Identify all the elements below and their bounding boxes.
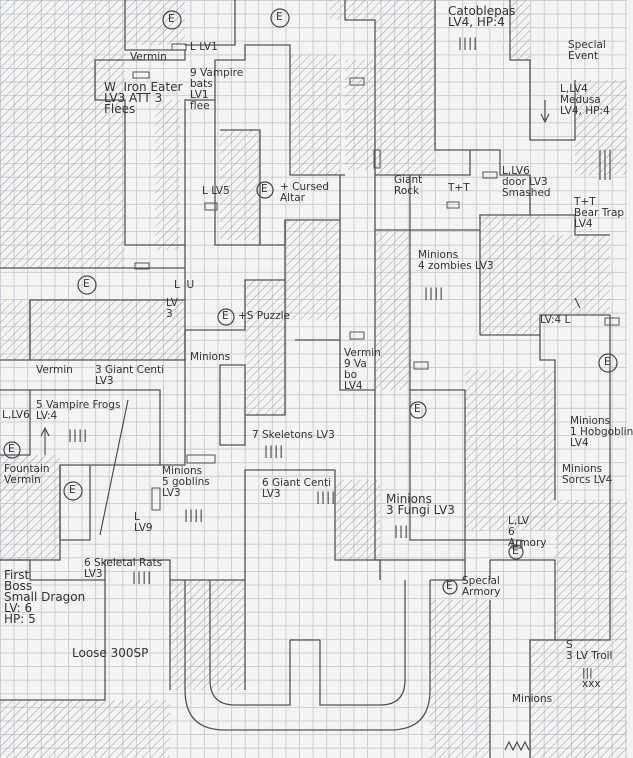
label-giant-rock: Giant Rock <box>394 174 423 197</box>
entrance-e: E <box>276 11 283 23</box>
label-lv1-top: L LV1 <box>190 41 218 53</box>
label-tt-left: T+T <box>448 182 470 194</box>
label-lv5: L LV5 <box>202 185 230 197</box>
entrance-e: E <box>446 580 453 592</box>
entrance-icon <box>409 401 427 419</box>
entrance-icon <box>256 181 274 199</box>
tally-catoblepas: |||| <box>458 36 479 50</box>
entrance-e: E <box>8 443 15 455</box>
tally-zombies: |||| <box>424 286 445 300</box>
label-lv4-right: LV:4 L <box>540 314 571 326</box>
label-fungi: Minions 3 Fungi LV3 <box>386 492 455 517</box>
label-puzzle: +S Puzzle <box>238 310 291 322</box>
entrance-icon <box>508 544 524 560</box>
arrows <box>40 100 581 536</box>
label-vermin-mid: Vermin <box>36 364 73 376</box>
entrance-icon <box>598 353 618 373</box>
doors <box>132 43 620 549</box>
label-lv3-small: LV 3 <box>166 297 178 320</box>
label-loose-sp: Loose 300SP <box>72 646 149 660</box>
label-special-armory: Special Armory <box>462 575 501 598</box>
entrance-icon <box>270 8 290 28</box>
stairs <box>504 150 611 752</box>
label-minions-mid: Minions <box>190 351 231 363</box>
entrance-e: E <box>261 183 268 195</box>
label-lv6-left: L,LV6 <box>2 409 30 421</box>
label-sorcs: Minions Sorcs LV4 <box>562 463 613 486</box>
entrance-e: E <box>604 356 611 368</box>
tally-rats: |||| <box>132 570 153 584</box>
entrance-icon <box>217 308 235 326</box>
label-vermin-top: Vermin <box>130 51 167 63</box>
label-vampire-frogs: 5 Vampire Frogs LV:4 <box>36 399 121 422</box>
label-medusa: L,LV4 Medusa LV4, HP:4 <box>560 83 610 117</box>
entrance-icon <box>162 10 182 30</box>
label-vermin-va: Vermin 9 Va bo LV4 <box>344 347 381 392</box>
label-zombies: Minions 4 zombies LV3 <box>418 249 494 272</box>
walls <box>0 0 611 758</box>
label-armory: L,LV 6 Armory <box>508 515 547 549</box>
label-lu: L U <box>174 279 195 291</box>
label-special-event: Special Event <box>568 39 606 62</box>
label-fountain: Fountain Vermin <box>4 463 50 486</box>
label-cursed-altar: + Cursed Altar <box>280 181 330 204</box>
entrance-e: E <box>168 13 175 25</box>
entrance-e: E <box>222 310 229 322</box>
label-vampire-bats: 9 Vampire bats LV1 flee <box>190 67 244 112</box>
tally-fungi: ||| <box>394 524 410 538</box>
label-iron-eater: W Iron Eater LV3 ATT 3 Flees <box>104 80 183 116</box>
tally-skeletons: |||| <box>264 444 285 458</box>
label-skeletal-rats: 6 Skeletal Rats LV3 <box>84 557 163 580</box>
tally-trolls: ||| xxx <box>582 667 601 690</box>
tally-goblins: |||| <box>184 508 205 522</box>
label-first-boss: First Boss Small Dragon LV: 6 HP: 5 <box>4 568 86 626</box>
label-minions-bottom: Minions <box>512 693 553 705</box>
label-trolls: S 3 LV Troll <box>566 639 613 662</box>
tally-centi-6: |||| <box>316 490 337 504</box>
entrance-icon <box>77 275 97 295</box>
label-catoblepas: Catoblepas LV4, HP:4 <box>448 4 516 29</box>
label-hobgoblin: Minions 1 Hobgoblin LV4 <box>570 415 633 449</box>
entrance-icon <box>3 441 21 459</box>
label-skeletons: 7 Skeletons LV3 <box>252 429 335 441</box>
entrance-e: E <box>83 278 90 290</box>
label-door-smashed: L,LV6 door LV3 Smashed <box>502 165 551 199</box>
entrance-e: E <box>414 403 421 415</box>
label-goblins: Minions 5 goblins LV3 <box>162 465 210 499</box>
entrance-icon <box>442 579 458 595</box>
entrance-icon <box>63 481 83 501</box>
label-bear-trap: T+T Bear Trap LV4 <box>574 196 625 230</box>
entrance-e: E <box>69 484 76 496</box>
label-lv9: L LV9 <box>134 511 153 534</box>
label-giant-centi-6: 6 Giant Centi LV3 <box>262 477 332 500</box>
entrance-e: E <box>512 545 519 557</box>
label-giant-centi-3: 3 Giant Centi LV3 <box>95 364 165 387</box>
tally-frogs: |||| <box>68 428 89 442</box>
